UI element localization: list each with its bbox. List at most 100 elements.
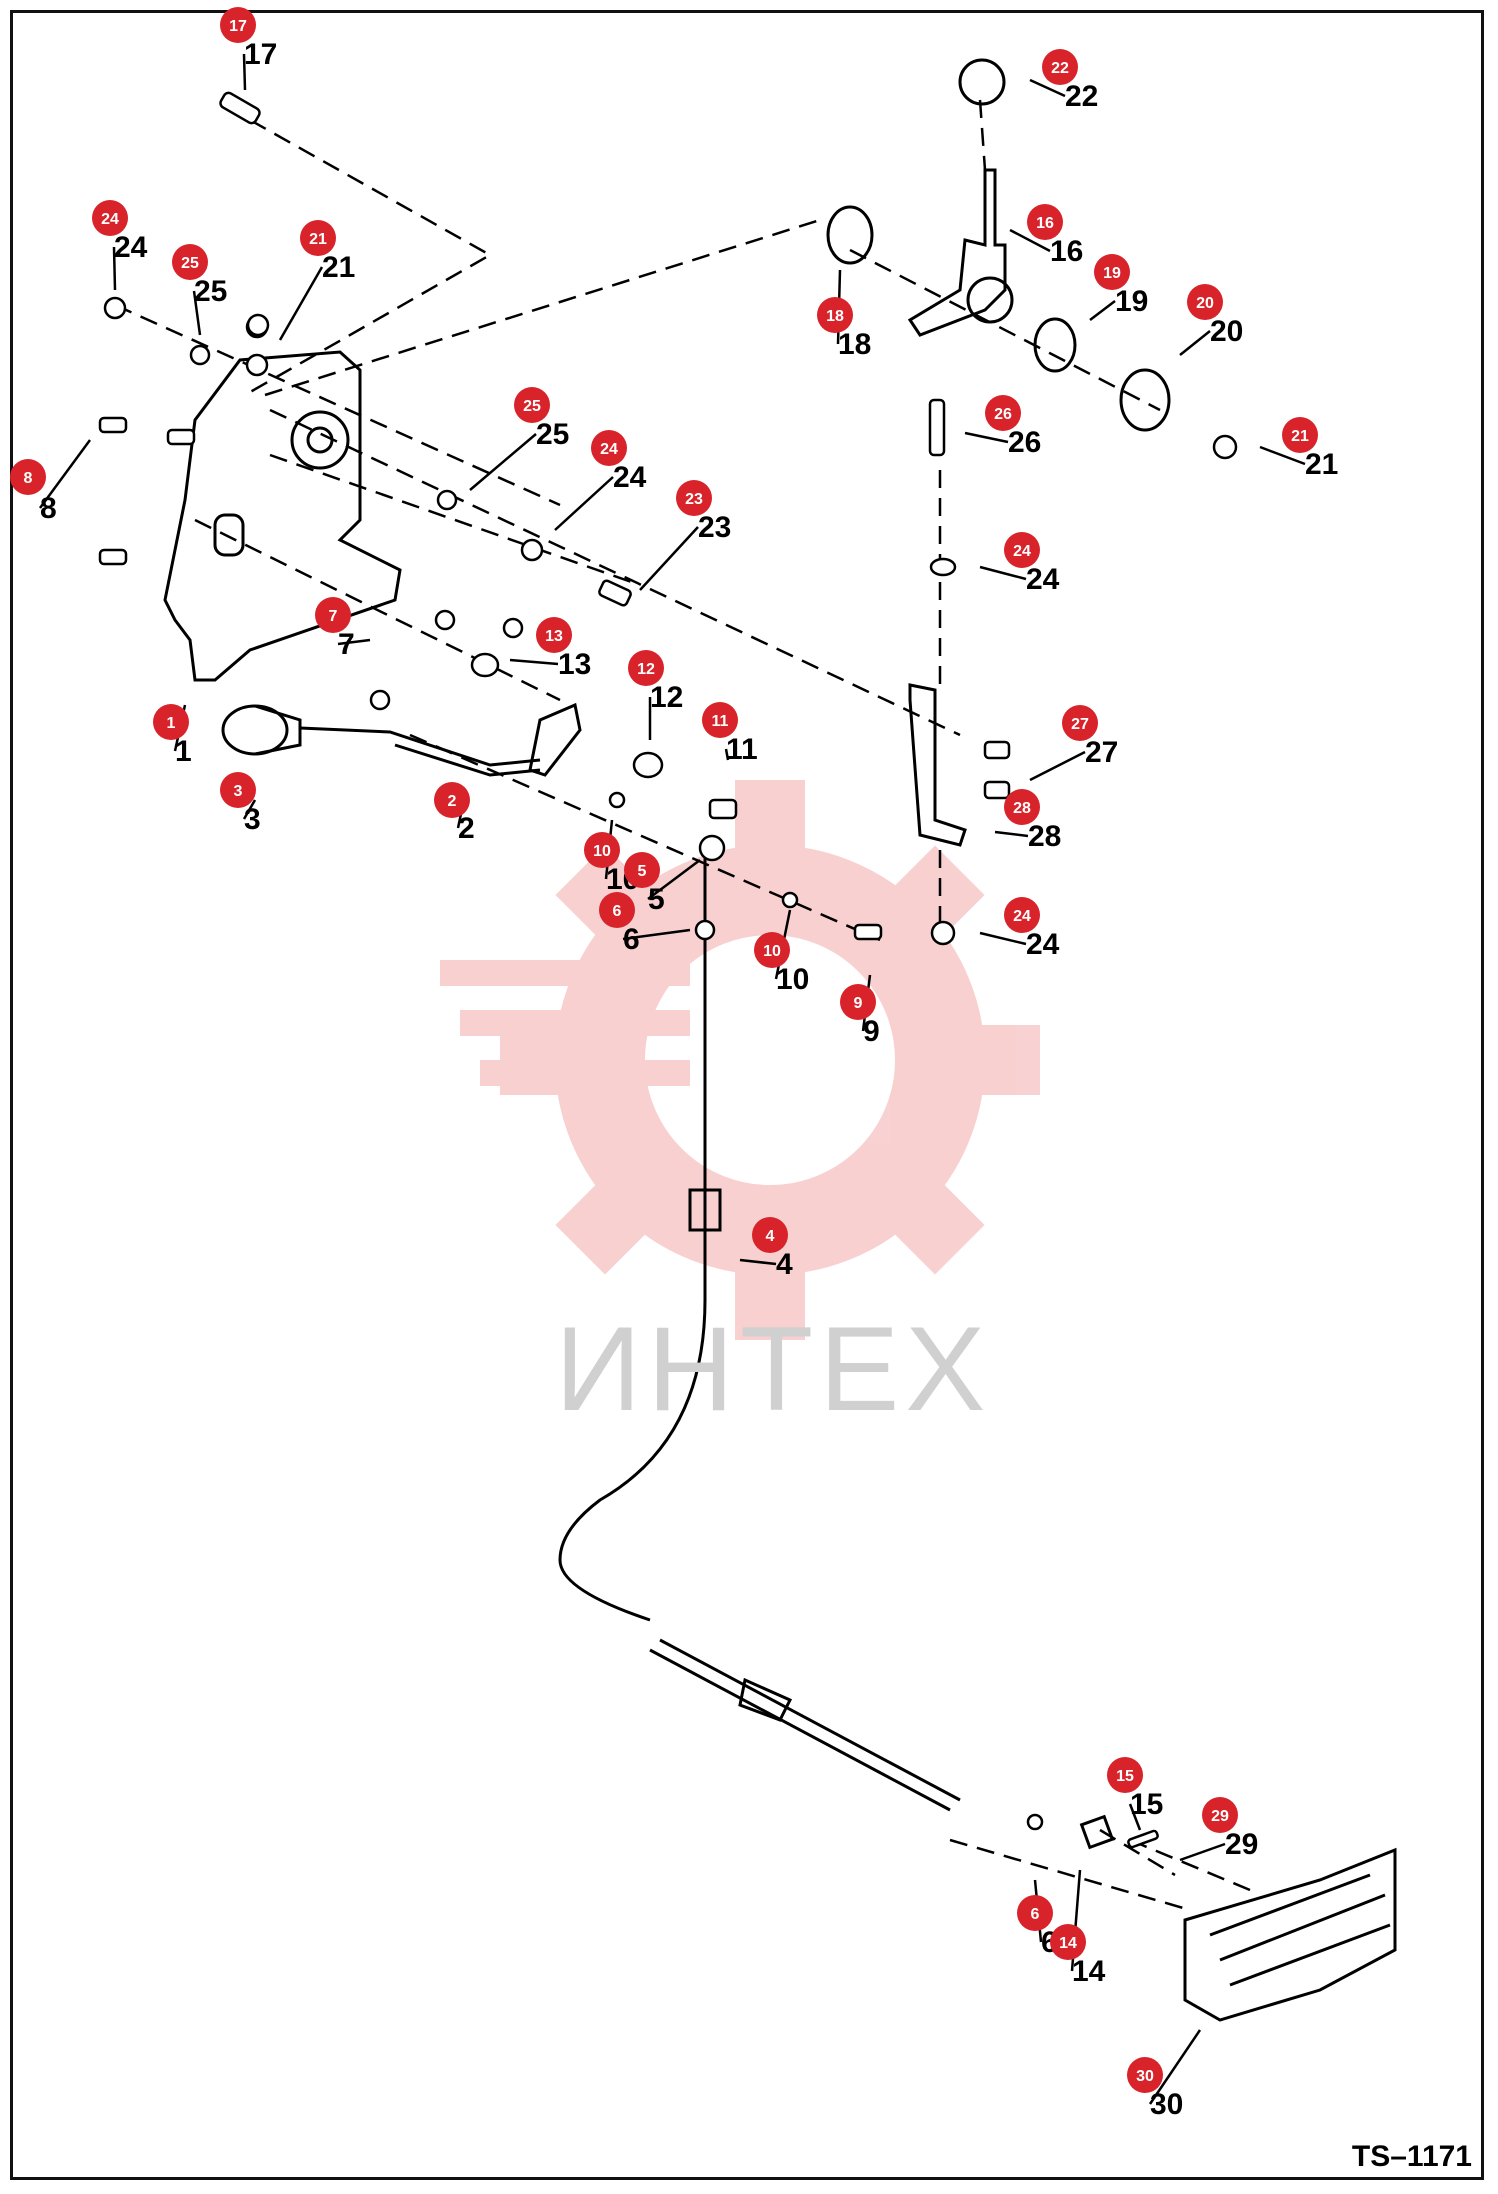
badge-number: 16 bbox=[1036, 215, 1054, 232]
part-badge[interactable]: 25 bbox=[514, 387, 550, 423]
part-badge[interactable]: 25 bbox=[172, 244, 208, 280]
part-badge[interactable]: 20 bbox=[1187, 284, 1223, 320]
part-badge[interactable]: 23 bbox=[676, 480, 712, 516]
part-label: 24 bbox=[114, 231, 148, 264]
badge-circle bbox=[840, 984, 876, 1020]
part-badge[interactable]: 14 bbox=[1050, 1924, 1086, 1960]
badge-circle bbox=[1027, 204, 1063, 240]
part-badge[interactable]: 1 bbox=[153, 704, 189, 740]
part-badge[interactable]: 3 bbox=[220, 772, 256, 808]
part-label: 13 bbox=[558, 648, 591, 681]
part-badge[interactable]: 21 bbox=[300, 220, 336, 256]
badge-number: 24 bbox=[101, 211, 119, 228]
leader-line bbox=[979, 565, 1027, 581]
part-badge[interactable]: 12 bbox=[628, 650, 664, 686]
badge-circle bbox=[153, 704, 189, 740]
washer-25-a bbox=[189, 344, 211, 366]
badge-number: 6 bbox=[613, 903, 622, 920]
part-badge[interactable]: 24 bbox=[92, 200, 128, 236]
part-badge[interactable]: 4 bbox=[752, 1217, 788, 1253]
badge-number: 7 bbox=[329, 608, 338, 625]
part-badge[interactable]: 27 bbox=[1062, 705, 1098, 741]
leader-line bbox=[1009, 228, 1051, 253]
part-label: 24 bbox=[1026, 563, 1060, 596]
leader-line bbox=[724, 748, 730, 761]
ball-joint-5 bbox=[698, 834, 726, 862]
badge-circle bbox=[985, 395, 1021, 431]
part-badge[interactable]: 10 bbox=[584, 832, 620, 868]
leader-line bbox=[554, 476, 614, 531]
hardware bbox=[98, 91, 1238, 1849]
part-badge[interactable]: 16 bbox=[1027, 204, 1063, 240]
leader-line bbox=[509, 658, 559, 666]
badge-number: 6 bbox=[1031, 1906, 1040, 1923]
leader-line bbox=[1148, 2029, 1202, 2105]
assembly-lines bbox=[114, 99, 1251, 1912]
part-badge[interactable]: 30 bbox=[1127, 2057, 1163, 2093]
part-label: 24 bbox=[1026, 928, 1060, 961]
part-label: 1 bbox=[175, 735, 192, 768]
leader-line bbox=[242, 53, 247, 91]
leader-line bbox=[647, 859, 701, 900]
part-badge[interactable]: 21 bbox=[1282, 417, 1318, 453]
part-label: 21 bbox=[322, 251, 355, 284]
badge-circle bbox=[1127, 2057, 1163, 2093]
part-badge[interactable]: 18 bbox=[817, 297, 853, 333]
part-badge[interactable]: 13 bbox=[536, 617, 572, 653]
part-badge[interactable]: 9 bbox=[840, 984, 876, 1020]
badge-circle bbox=[315, 597, 351, 633]
badge-circle bbox=[1202, 1797, 1238, 1833]
part-label: 23 bbox=[698, 511, 731, 544]
badge-number: 9 bbox=[854, 995, 863, 1012]
part-badge[interactable]: 17 bbox=[220, 7, 256, 43]
pivot-boss bbox=[290, 410, 350, 470]
part-label: 7 bbox=[338, 628, 355, 661]
part-badge[interactable]: 26 bbox=[985, 395, 1021, 431]
part-badge[interactable]: 8 bbox=[10, 459, 46, 495]
badge-circle bbox=[1017, 1895, 1053, 1931]
part-badge[interactable]: 29 bbox=[1202, 1797, 1238, 1833]
part-label: 6 bbox=[623, 923, 640, 956]
washer-19 bbox=[1033, 317, 1077, 373]
part-label: 27 bbox=[1085, 736, 1118, 769]
badge-number: 20 bbox=[1196, 295, 1214, 312]
part-badge[interactable]: 28 bbox=[1004, 789, 1040, 825]
part-badge[interactable]: 2 bbox=[434, 782, 470, 818]
part-badge[interactable]: 11 bbox=[702, 702, 738, 738]
part-label: 2 bbox=[458, 812, 475, 845]
badge-number: 24 bbox=[600, 441, 618, 458]
drawing-code: TS–1171 bbox=[1351, 2140, 1472, 2173]
part-badge[interactable]: 10 bbox=[754, 932, 790, 968]
washer-12 bbox=[632, 751, 664, 779]
part-label: 4 bbox=[776, 1248, 793, 1281]
bolt-11 bbox=[708, 798, 738, 820]
part-label: 3 bbox=[244, 803, 261, 836]
badge-circle bbox=[1282, 417, 1318, 453]
part-badge[interactable]: 7 bbox=[315, 597, 351, 633]
leader-line bbox=[38, 439, 92, 509]
part-badge[interactable]: 15 bbox=[1107, 1757, 1143, 1793]
badge-number: 10 bbox=[593, 843, 611, 860]
badge-circle bbox=[752, 1217, 788, 1253]
part-badge[interactable]: 24 bbox=[1004, 897, 1040, 933]
washer-20 bbox=[1119, 368, 1171, 432]
handle-knob bbox=[958, 58, 1006, 106]
part-badge[interactable]: 19 bbox=[1094, 254, 1130, 290]
badge-number: 1 bbox=[167, 715, 176, 732]
part-badge[interactable]: 24 bbox=[591, 430, 627, 466]
badge-number: 19 bbox=[1103, 265, 1121, 282]
part-badge[interactable]: 24 bbox=[1004, 532, 1040, 568]
badge-number: 18 bbox=[826, 308, 844, 325]
badge-circle bbox=[628, 650, 664, 686]
badge-circle bbox=[300, 220, 336, 256]
part-label: 10 bbox=[776, 963, 809, 996]
part-badge[interactable]: 22 bbox=[1042, 49, 1078, 85]
part-badge[interactable]: 6 bbox=[599, 892, 635, 928]
part-badge[interactable]: 6 bbox=[1017, 1895, 1053, 1931]
part-badge[interactable]: 5 bbox=[624, 852, 660, 888]
badge-number: 17 bbox=[229, 18, 247, 35]
mounting-bracket bbox=[163, 350, 402, 682]
badge-circle bbox=[10, 459, 46, 495]
badge-circle bbox=[1042, 49, 1078, 85]
